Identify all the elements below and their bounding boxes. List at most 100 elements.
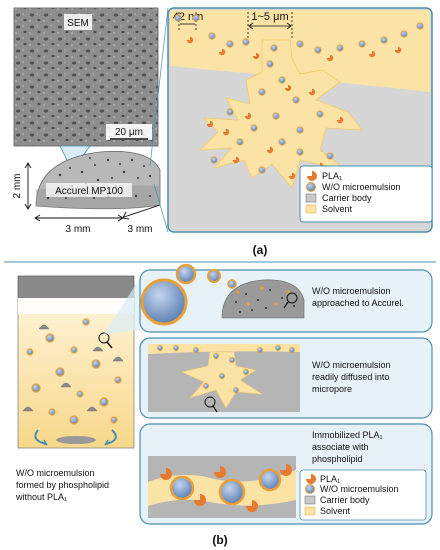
legend-a-carrier: Carrier body — [322, 193, 372, 203]
zoom-micro-dot — [208, 32, 216, 40]
step-1-text-1: W/O microemulsion — [312, 286, 391, 296]
zoom-pla-mark — [288, 172, 296, 180]
beaker-carrier-fragment — [86, 406, 98, 412]
zoom-line-top — [149, 7, 169, 167]
beaker-carrier-fragment — [112, 356, 124, 362]
zoom-micro-dot — [258, 88, 266, 96]
zoom-pla-mark — [394, 46, 402, 54]
step2-micro-dot — [203, 383, 209, 389]
step2-micro-dot — [229, 357, 235, 363]
zoom-micro-dot — [226, 40, 234, 48]
beaker-micro-dot — [114, 376, 122, 384]
dimension-arrows — [24, 162, 161, 222]
zoom-micro-dot — [192, 14, 200, 22]
zoom-micro-dot — [270, 44, 278, 52]
zoom-micro-dot — [358, 40, 366, 48]
zoom-pla-mark — [284, 84, 292, 92]
zoom-pla-mark — [232, 156, 240, 164]
beaker-micro-dot — [76, 390, 84, 398]
micropore-shape — [198, 39, 363, 189]
step-2-microemulsions — [157, 345, 295, 393]
zoom-pla-mark — [218, 48, 226, 56]
beaker-carrier-fragment — [92, 346, 104, 352]
dim-width: 3 mm — [66, 224, 91, 235]
zoom-micro-dot — [416, 22, 424, 30]
legend-b-solvent: Solvent — [320, 506, 351, 516]
zoom-micro-dot — [296, 126, 304, 134]
zoom-micro-dot — [278, 138, 286, 146]
step-2-text-2: readily diffused into — [312, 372, 389, 382]
step2-micro-dot — [257, 347, 263, 353]
beaker-microemulsions — [22, 318, 124, 425]
step-2-text-3: micropore — [312, 384, 352, 394]
zoom-micro-dot — [316, 110, 324, 118]
legend-a-pla: PLA₁ — [322, 171, 342, 181]
zoom-micro-dot — [258, 166, 266, 174]
zoom-pla-mark — [308, 88, 316, 96]
legend-a-solvent: Solvent — [322, 204, 353, 214]
accurel-particle: Accurel MP100 — [35, 151, 161, 210]
step2-micro-dot — [157, 345, 163, 351]
sem-scale-bar: 20 μm — [115, 127, 143, 138]
left-caption-3: without PLA₁ — [15, 492, 67, 502]
step2-micro-dot — [243, 369, 249, 375]
zoom-micro-dot — [266, 60, 274, 68]
micro-size-label: 1~5 μm — [251, 11, 288, 23]
beaker-micro-dot — [26, 348, 34, 356]
step2-micro-dot — [213, 353, 219, 359]
zoom-micro-dot — [296, 148, 304, 156]
zoom-micro-dot — [210, 156, 218, 164]
beaker-micro-dot — [69, 415, 79, 425]
beaker-micro-dot — [55, 367, 65, 377]
zoom-micro-dot — [278, 76, 286, 84]
legend-pla-icon — [307, 171, 317, 181]
panel-b: W/O microemulsion formed by phospholipid… — [15, 263, 433, 547]
caption-b: (b) — [212, 533, 227, 547]
beaker-carrier-fragment — [22, 406, 34, 412]
step2-micro-dot — [275, 345, 281, 351]
beaker-micro-dot — [45, 333, 55, 343]
zoom-micro-dot — [296, 40, 304, 48]
zoom-pla-mark — [222, 128, 230, 136]
zoom-pla-mark — [206, 120, 214, 128]
beaker-micro-dot — [82, 318, 90, 326]
step-2-box: W/O microemulsion readily diffused into … — [139, 337, 433, 419]
beaker-micro-dot — [70, 346, 78, 354]
beaker-micro-dot — [91, 359, 101, 369]
zoom-pla-mark — [252, 52, 260, 60]
beaker-micro-dot — [48, 408, 56, 416]
beaker-micro-dot — [31, 383, 41, 393]
legend-b-micro: W/O microemulsion — [320, 484, 399, 494]
legend-solvent-icon — [305, 204, 317, 214]
step2-micro-dot — [289, 347, 295, 353]
panel-a: SEM 20 μm Accurel MP100 — [12, 7, 433, 257]
zoom-micro-dot — [314, 46, 322, 54]
step-3-text-2: associate with — [312, 442, 369, 452]
legend-carrier-icon — [305, 193, 317, 203]
zoom-micro-dot — [250, 124, 258, 132]
zoom-micro-dot — [292, 96, 300, 104]
zoom-pla-mark — [368, 50, 376, 58]
beaker — [17, 275, 135, 449]
sem-image: SEM 20 μm — [13, 7, 159, 147]
step-1-box: W/O microemulsion approached to Accurel. — [139, 263, 433, 333]
beaker-micro-dot — [110, 416, 118, 424]
zoom-microemulsions — [174, 14, 424, 180]
zoom-micro-dot — [236, 138, 244, 146]
step-3-box: Immobilized PLA₁ associate with phosphol… — [139, 423, 433, 525]
beaker-carrier-fragment — [60, 382, 72, 388]
legend-b-carrier: Carrier body — [320, 495, 370, 505]
large-microemulsion — [140, 278, 188, 326]
legend-a: PLA₁ W/O microemulsion Carrier body Solv… — [299, 165, 433, 223]
dim-height: 2 mm — [12, 174, 23, 199]
sem-label: SEM — [67, 18, 89, 29]
magnifier-1 — [98, 332, 110, 344]
step2-micro-dot — [219, 373, 225, 379]
zoom-pla-mark — [266, 146, 274, 154]
beaker-carrier-fragment — [38, 324, 50, 330]
zoom-micro-dot — [242, 38, 250, 46]
left-caption-1: W/O microemulsion — [16, 468, 95, 478]
legend-micro-icon — [306, 182, 316, 192]
step2-micro-dot — [173, 345, 179, 351]
